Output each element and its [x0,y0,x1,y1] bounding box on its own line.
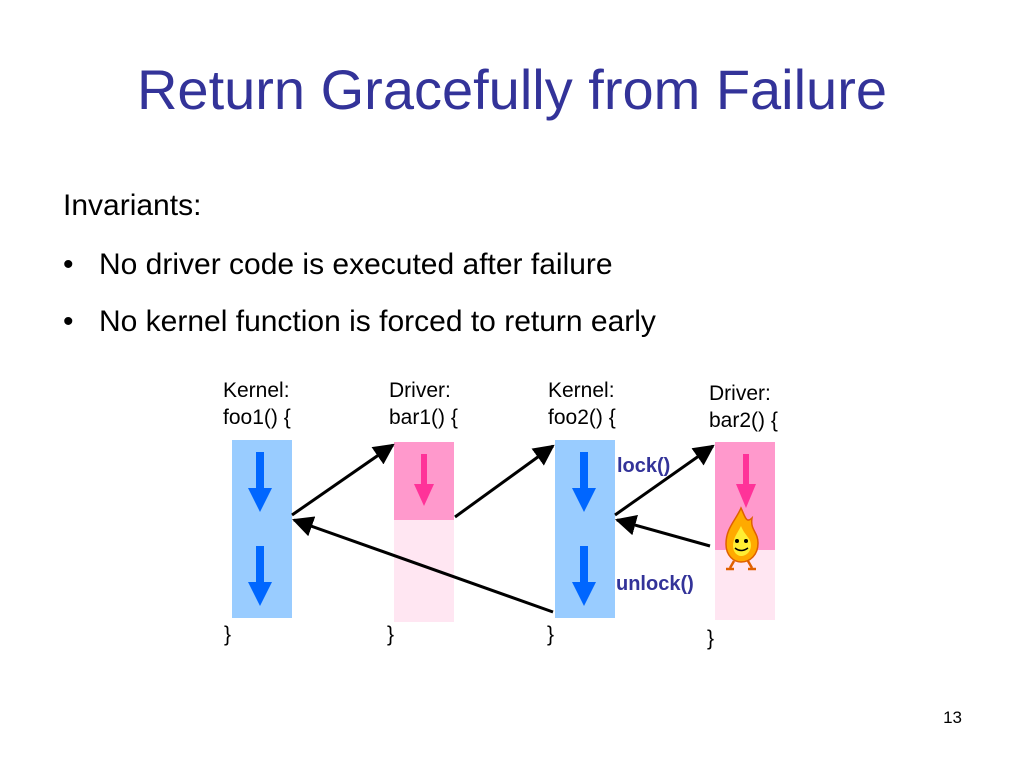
closing-brace-bar1: } [387,623,395,646]
bullet-dot: • [63,248,74,281]
call-arrow-bar1-foo2 [454,444,555,519]
invariants-heading: Invariants: [63,189,202,222]
bullet-dot: • [63,305,74,338]
unlock-label: unlock() [616,573,694,595]
driver-bar1-skipped-box [394,520,454,622]
closing-brace-bar2: } [707,627,715,650]
down-arrow-icon [736,454,756,508]
call-arrow-foo2-bar2 [614,444,715,517]
down-arrow-icon [248,452,272,512]
column-func: bar1() { [389,406,458,430]
column-header-driver-bar1: Driver: bar1() { [389,377,458,432]
column-header-kernel-foo1: Kernel: foo1() { [223,377,291,432]
down-arrow-icon [572,546,596,606]
column-func: foo1() { [223,406,291,430]
page-number: 13 [943,708,962,727]
call-arrow-foo1-bar1 [291,443,395,517]
lock-label: lock() [617,455,671,477]
return-arrow-bar2-foo2 [614,514,711,548]
column-func: bar2() { [709,409,778,433]
down-arrow-icon [572,452,596,512]
return-arrow-foo2-foo1 [292,516,554,614]
column-header-kernel-foo2: Kernel: foo2() { [548,377,616,432]
closing-brace-foo1: } [224,623,232,646]
column-kind: Kernel: [223,379,290,402]
down-arrow-icon [248,546,272,606]
slide-title: Return Gracefully from Failure [136,58,887,121]
down-arrow-icon [414,454,434,506]
column-kind: Kernel: [548,379,615,402]
column-header-driver-bar2: Driver: bar2() { [709,380,778,435]
closing-brace-foo2: } [547,623,555,646]
column-func: foo2() { [548,406,616,430]
bullet-item-1: • No driver code is executed after failur… [63,247,613,283]
fire-failure-icon [725,506,759,571]
bullet-text: No kernel function is forced to return e… [99,305,656,338]
column-kind: Driver: [709,382,771,405]
column-kind: Driver: [389,379,451,402]
bullet-text: No driver code is executed after failure [99,248,613,281]
bullet-item-2: • No kernel function is forced to return … [63,304,656,340]
